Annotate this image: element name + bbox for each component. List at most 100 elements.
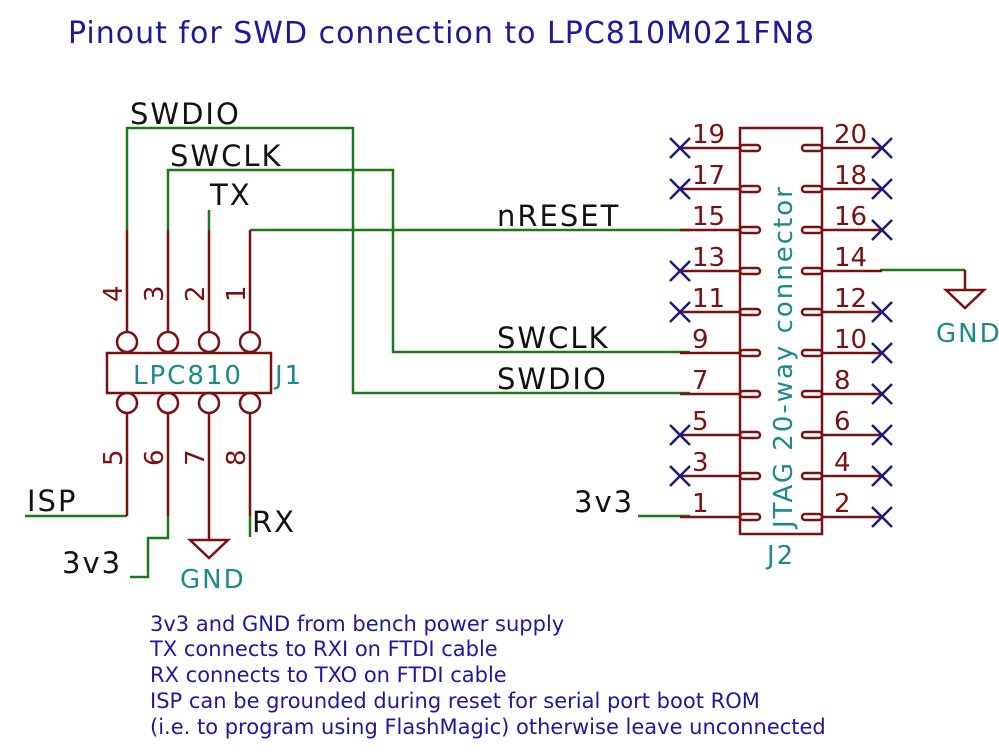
j2-pin-socket [800, 266, 824, 276]
no-connect-icon [871, 178, 893, 200]
j2-pin-socket [738, 471, 762, 481]
j1-body [105, 351, 273, 395]
j2-pin-socket [738, 430, 762, 440]
note-line: 3v3 and GND from bench power supply [150, 612, 564, 636]
gnd-symbol-left: GND [180, 538, 246, 595]
note-line: RX connects to TXO on FTDI cable [150, 663, 507, 687]
j2-pin-socket [738, 389, 762, 399]
no-connect-icon [871, 424, 893, 446]
net-label-swclk: SWCLK [170, 139, 283, 173]
j2-pin-number: 10 [834, 325, 867, 355]
notes-block: 3v3 and GND from bench power supply TX c… [149, 612, 826, 739]
j1-pin-number: 2 [181, 285, 211, 302]
net-label-tx: TX [209, 178, 252, 212]
j2-pin-number: 15 [692, 202, 725, 232]
j1-pin-number: 5 [99, 449, 129, 466]
no-connect-icon [669, 465, 691, 487]
j1-ref-label: J1 [273, 361, 303, 391]
j2-pin-socket [800, 512, 824, 522]
j1-pad-5 [115, 391, 139, 415]
j1-pin-number: 6 [140, 449, 170, 466]
j2-pin-socket [738, 225, 762, 235]
net-label-rx: RX [252, 505, 296, 539]
j2-pin-socket [800, 389, 824, 399]
j2-pin-number: 9 [692, 325, 709, 355]
j1-pin-number: 1 [222, 285, 252, 302]
j1-lpc810: 4 3 2 1 5 6 7 8 LPC810 J1 [99, 230, 303, 540]
j2-pin-socket [800, 471, 824, 481]
wire-3v3-left [130, 516, 170, 579]
j1-pin-number: 8 [222, 449, 252, 466]
j2-pin-number: 20 [834, 120, 867, 150]
no-connect-icon [871, 219, 893, 241]
no-connect-icon [871, 383, 893, 405]
j1-pad-7 [197, 391, 221, 415]
j2-pin-number: 11 [692, 284, 725, 314]
j2-pin-number: 4 [834, 448, 851, 478]
j2-pin-number: 18 [834, 161, 867, 191]
j2-value-label: JTAG 20-way connector [769, 185, 799, 530]
j2-pin-number: 13 [692, 243, 725, 273]
j1-pin-number: 7 [181, 449, 211, 466]
j2-pin-number: 17 [692, 161, 725, 191]
j1-pad-2 [197, 330, 221, 354]
j2-pin-number: 16 [834, 202, 867, 232]
j2-ref-label: J2 [765, 541, 795, 571]
net-label-swdio: SWDIO [497, 362, 608, 396]
net-label-3v3: 3v3 [574, 485, 634, 519]
no-connect-icon [871, 137, 893, 159]
gnd-symbol-right: GND [936, 270, 999, 349]
j2-pin-number: 6 [834, 407, 851, 437]
no-connect-icon [669, 301, 691, 323]
j2-pin-socket [738, 512, 762, 522]
note-line: ISP can be grounded during reset for ser… [150, 689, 760, 713]
no-connect-icon [669, 178, 691, 200]
j1-pad-8 [238, 391, 262, 415]
no-connect-icon [669, 424, 691, 446]
j1-value-label: LPC810 [133, 361, 243, 391]
j1-pad-1 [238, 330, 262, 354]
j2-pin-socket [738, 143, 762, 153]
net-label-nreset: nRESET [497, 199, 620, 233]
no-connect-icon [669, 260, 691, 282]
j2-pin-number: 19 [692, 120, 725, 150]
no-connect-icon [871, 506, 893, 528]
j1-pin-number: 4 [99, 285, 129, 302]
j2-pin-socket [800, 184, 824, 194]
note-line: TX connects to RXI on FTDI cable [149, 637, 498, 661]
no-connect-icon [871, 342, 893, 364]
j2-pin-socket [738, 266, 762, 276]
gnd-label-right: GND [936, 319, 999, 349]
j1-pad-3 [156, 330, 180, 354]
no-connect-icon [871, 301, 893, 323]
j1-pin-number: 3 [140, 285, 170, 302]
j2-pin-socket [800, 307, 824, 317]
gnd-label-left: GND [180, 565, 246, 595]
j1-pad-4 [115, 330, 139, 354]
j2-body [738, 126, 824, 536]
net-label-3v3: 3v3 [62, 546, 122, 580]
wire-swclk [166, 168, 690, 354]
net-label-swdio: SWDIO [130, 97, 241, 131]
j2-pin-number: 8 [834, 366, 851, 396]
ground-icon [942, 288, 988, 310]
schematic-title: Pinout for SWD connection to LPC810M021F… [68, 16, 815, 51]
j1-pad-6 [156, 391, 180, 415]
j2-pin-socket [738, 307, 762, 317]
no-connect-icon [871, 465, 893, 487]
j2-pin-number: 2 [834, 489, 851, 519]
no-connect-icon [669, 137, 691, 159]
j2-pin-socket [738, 184, 762, 194]
net-label-swclk: SWCLK [497, 321, 610, 355]
j2-pin-socket [800, 348, 824, 358]
j2-pin-number: 1 [692, 489, 709, 519]
j2-pin-socket [800, 225, 824, 235]
ground-icon [186, 538, 232, 560]
wire-swdio [125, 126, 690, 395]
net-label-isp: ISP [27, 484, 77, 518]
j2-pin-socket [800, 143, 824, 153]
j2-pin-socket [800, 430, 824, 440]
